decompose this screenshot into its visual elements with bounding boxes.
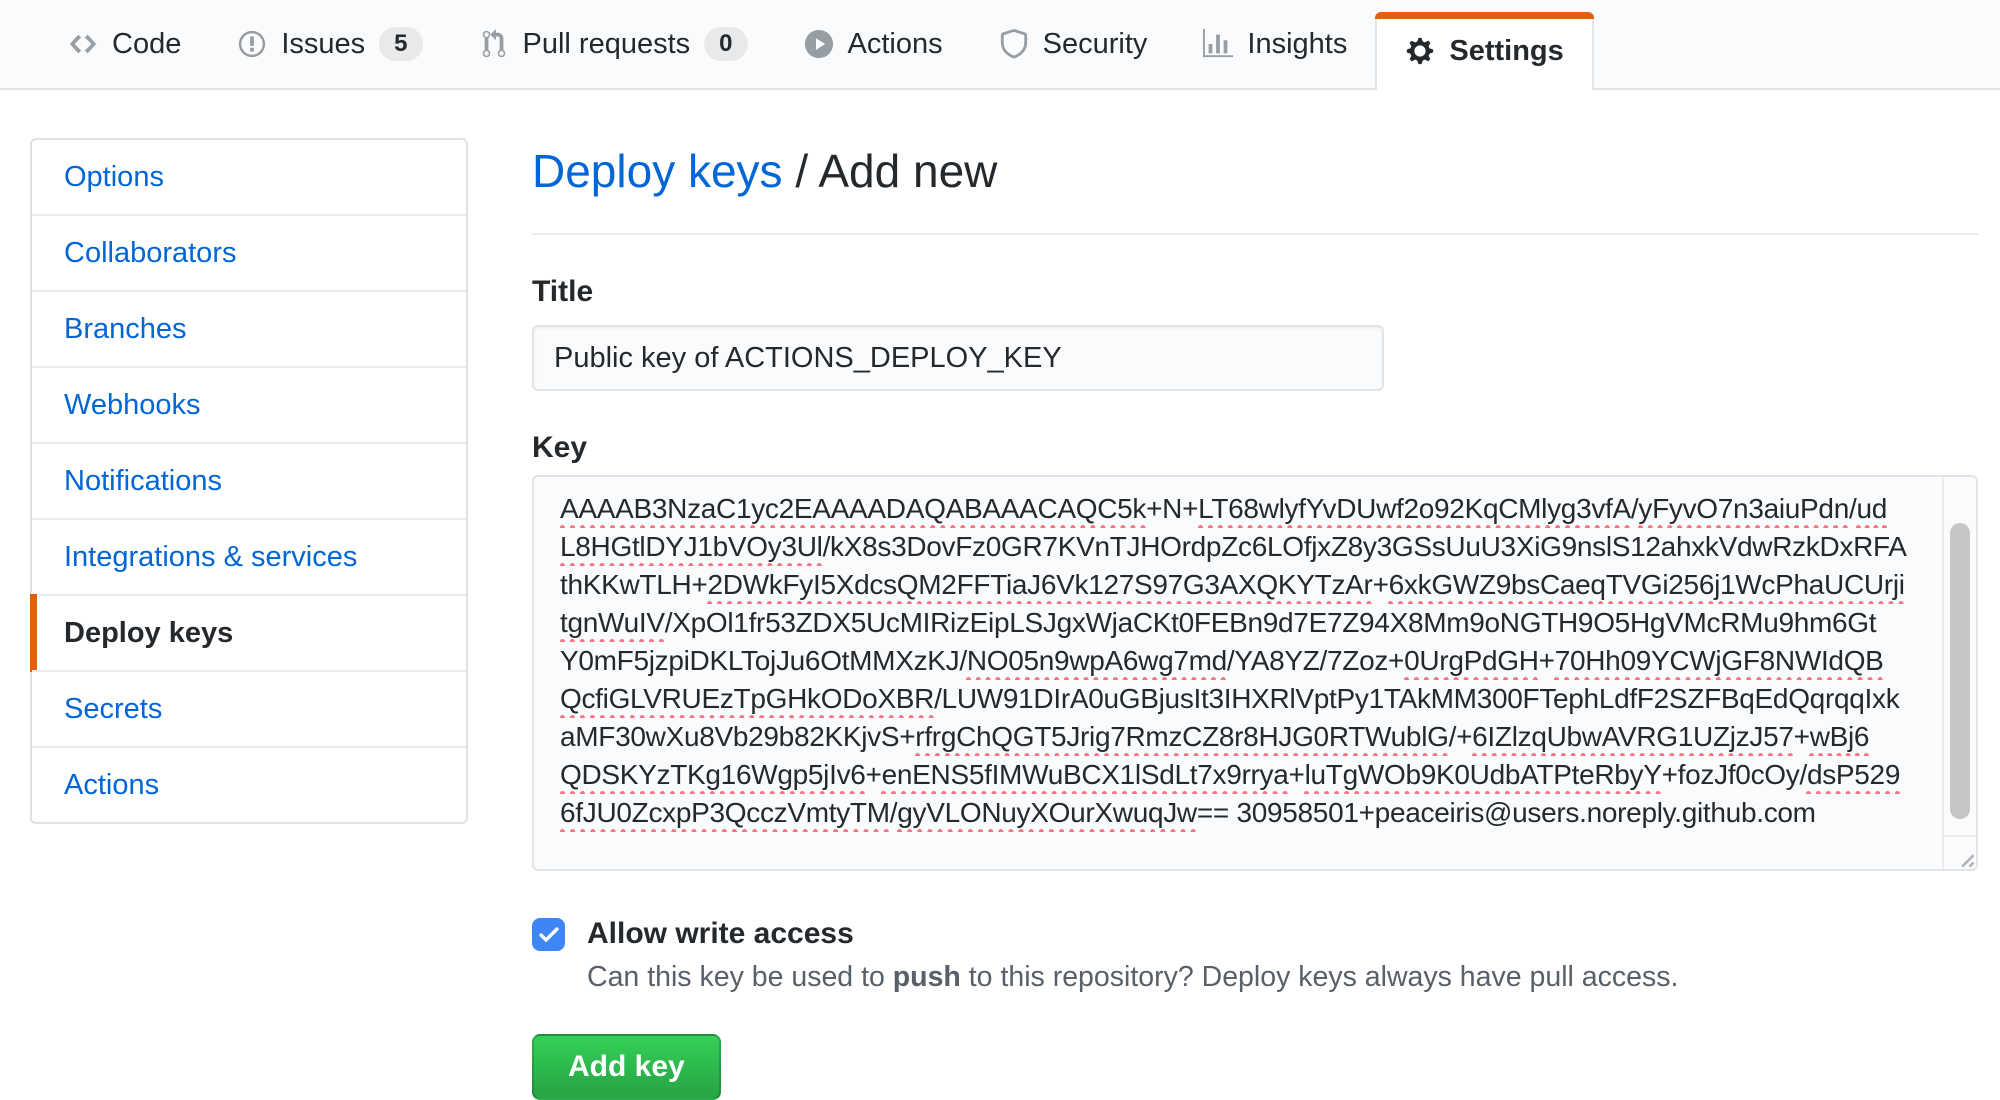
sidebar-item-label: Notifications	[64, 464, 222, 497]
tab-issues[interactable]: Issues 5	[209, 0, 450, 88]
page-title: Deploy keys / Add new	[532, 144, 1978, 199]
write-access-help-text: Can this key be used to push to this rep…	[587, 961, 1978, 994]
tab-settings[interactable]: Settings	[1375, 12, 1595, 90]
sidebar-item-label: Branches	[64, 312, 187, 345]
title-label: Title	[532, 275, 594, 309]
deploy-keys-breadcrumb-link[interactable]: Deploy keys	[532, 145, 783, 197]
add-key-button[interactable]: Add key	[532, 1034, 721, 1100]
tab-label: Actions	[847, 27, 943, 60]
tab-label: Insights	[1247, 27, 1348, 60]
sidebar-item-notifications[interactable]: Notifications	[32, 442, 466, 518]
sidebar-item-label: Webhooks	[64, 388, 201, 421]
sidebar-item-label: Secrets	[64, 692, 163, 725]
sidebar-item-label: Actions	[64, 768, 160, 801]
tab-label: Issues	[281, 27, 366, 60]
settings-layout: Options Collaborators Branches Webhooks …	[0, 90, 2000, 1100]
tab-pull-requests[interactable]: Pull requests 0	[451, 0, 776, 88]
allow-write-access-checkbox[interactable]	[532, 917, 565, 951]
deploy-key-form: Deploy keys / Add new Title Key AAAAB3Nz…	[532, 138, 1978, 1100]
tab-actions[interactable]: Actions	[776, 0, 971, 88]
allow-write-access-row: Allow write access	[532, 917, 1978, 951]
sidebar-item-deploy-keys[interactable]: Deploy keys	[30, 594, 466, 672]
repo-tab-nav: Code Issues 5 Pull requests 0 Actions Se…	[0, 0, 2000, 90]
sidebar-item-branches[interactable]: Branches	[32, 290, 466, 366]
settings-sidebar: Options Collaborators Branches Webhooks …	[30, 138, 468, 824]
help-suffix: to this repository? Deploy keys always h…	[960, 961, 1679, 994]
sidebar-item-actions[interactable]: Actions	[32, 746, 466, 822]
help-bold-word: push	[892, 961, 961, 994]
shield-icon	[999, 29, 1029, 59]
sidebar-item-label: Collaborators	[64, 236, 237, 269]
key-textarea[interactable]: AAAAB3NzaC1yc2EAAAADAQABAAACAQC5k+N+LT68…	[532, 475, 1978, 872]
textarea-resize-handle[interactable]	[1942, 835, 1976, 870]
heading-divider	[532, 233, 1978, 236]
key-label: Key	[532, 431, 588, 465]
sidebar-item-integrations-services[interactable]: Integrations & services	[32, 518, 466, 594]
breadcrumb-current: Add new	[818, 145, 998, 197]
sidebar-item-label: Integrations & services	[64, 540, 358, 573]
pull-request-icon	[479, 29, 509, 59]
title-input[interactable]	[532, 325, 1384, 392]
tab-insights[interactable]: Insights	[1175, 0, 1375, 88]
sidebar-item-secrets[interactable]: Secrets	[32, 670, 466, 746]
key-scrollbar-thumb[interactable]	[1950, 523, 1970, 820]
issues-count-badge: 5	[379, 26, 423, 62]
tab-security[interactable]: Security	[971, 0, 1176, 88]
tab-label: Security	[1042, 27, 1148, 60]
resize-grip-icon	[1961, 854, 1975, 868]
sidebar-item-label: Deploy keys	[64, 616, 234, 649]
tab-label: Code	[112, 27, 182, 60]
graph-icon	[1203, 29, 1234, 59]
checkmark-icon	[538, 927, 559, 942]
play-icon	[804, 29, 834, 59]
help-prefix: Can this key be used to	[587, 961, 893, 994]
tab-code[interactable]: Code	[40, 0, 209, 88]
allow-write-access-label[interactable]: Allow write access	[587, 917, 854, 951]
gear-icon	[1405, 36, 1435, 66]
breadcrumb-separator: /	[782, 145, 819, 197]
tab-label: Pull requests	[522, 27, 691, 60]
sidebar-item-collaborators[interactable]: Collaborators	[32, 214, 466, 290]
tab-label: Settings	[1449, 34, 1564, 67]
issue-icon	[237, 29, 267, 59]
sidebar-item-label: Options	[64, 160, 164, 193]
code-icon	[68, 29, 98, 59]
sidebar-item-webhooks[interactable]: Webhooks	[32, 366, 466, 442]
sidebar-item-options[interactable]: Options	[32, 140, 466, 214]
key-text: AAAAB3NzaC1yc2EAAAADAQABAAACAQC5k+N+LT68…	[560, 493, 1907, 829]
pull-requests-count-badge: 0	[704, 26, 748, 62]
